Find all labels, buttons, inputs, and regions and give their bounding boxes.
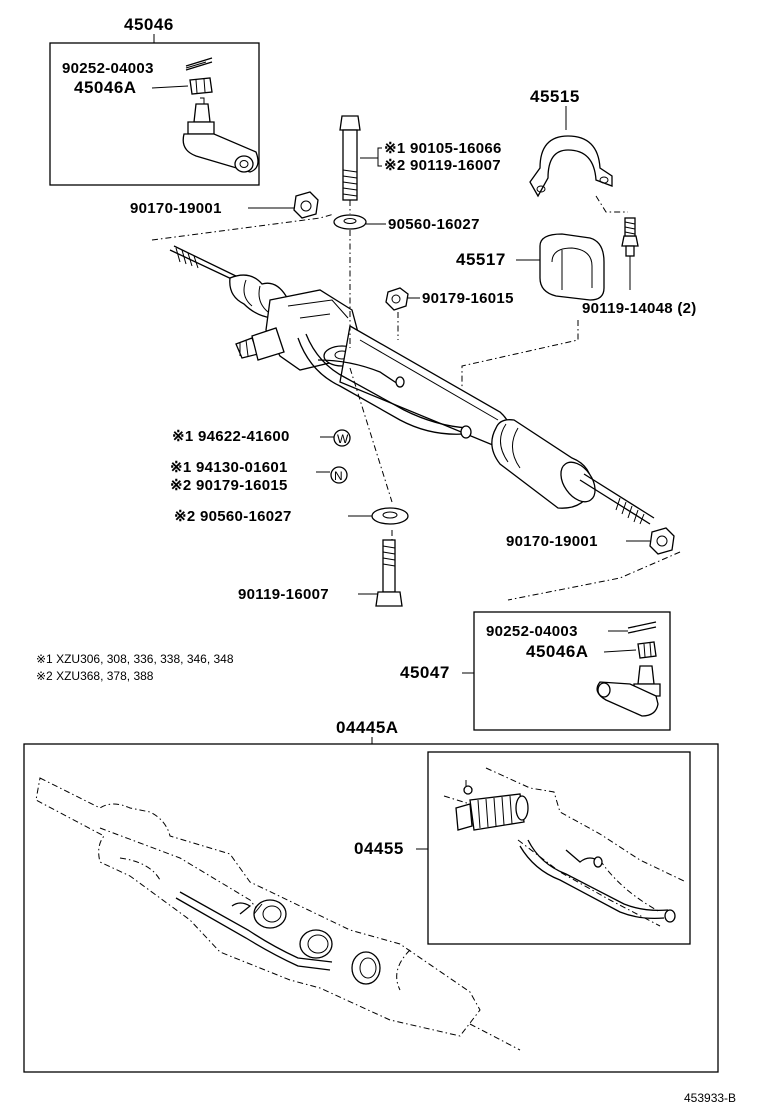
bolt-top-group: ※1 90105-16066 ※2 90119-16007 — [339, 115, 502, 214]
marker-w: W — [337, 432, 349, 446]
label-w: ※1 94622-41600 — [172, 428, 290, 445]
washer-bottom-icon — [371, 507, 409, 525]
marker-w-group: ※1 94622-41600 W — [172, 428, 351, 447]
label-washer-bottom: ※2 90560-16027 — [174, 508, 292, 525]
label-n2: ※2 90179-16015 — [170, 477, 288, 494]
label-washer-top: 90560-16027 — [388, 216, 480, 233]
steering-rack-icon — [151, 213, 655, 540]
label-bracket-bolt: 90119-14048 (2) — [582, 300, 697, 317]
note-1: ※1 XZU306, 308, 336, 338, 346, 348 — [36, 652, 234, 666]
gasket-pipe-icon — [519, 839, 676, 923]
bolt-bottom-group: 90119-16007 — [238, 539, 403, 607]
grommet-group: 45517 — [456, 233, 605, 301]
nut-right-group: 90170-19001 — [506, 527, 681, 601]
label-nut-bottom: 45046A — [526, 642, 589, 661]
washer-top-group: 90560-16027 — [333, 214, 480, 233]
tie-rod-end-rh-group: 90252-04003 45046A 45047 — [400, 611, 671, 731]
seal-ring-2-icon — [299, 929, 333, 959]
nut-left-group: 90170-19001 — [130, 191, 319, 219]
gasket-kit-group: 04455 — [354, 751, 691, 945]
gear-assy-ghost-icon — [35, 777, 521, 1051]
hex-nut-icon — [293, 191, 319, 219]
bolt-top-icon — [339, 115, 361, 201]
castle-nut-icon — [189, 77, 213, 95]
group-label-45046: 45046 — [124, 15, 174, 34]
cotter-pin-bottom-icon — [627, 621, 657, 634]
marker-n-group: ※1 94130-01601 ※2 90179-16015 N — [170, 459, 348, 494]
seal-ring-3-icon — [351, 951, 381, 985]
label-bolt-1: ※1 90105-16066 — [384, 140, 502, 157]
grommet-icon — [539, 233, 605, 301]
cotter-pin-icon — [185, 57, 213, 71]
pinion-seal-icon — [455, 780, 529, 831]
group-label-04445A: 04445A — [336, 718, 399, 737]
group-label-45047: 45047 — [400, 663, 450, 682]
pipe-icon — [175, 891, 333, 971]
label-cotter-pin-top: 90252-04003 — [62, 60, 154, 77]
castle-nut-bottom-icon — [637, 641, 657, 659]
washer-bottom-group: ※2 90560-16027 — [174, 507, 409, 525]
tie-rod-end-icon — [182, 97, 259, 173]
bolt-bottom-icon — [375, 539, 403, 607]
flange-nut-icon — [385, 287, 409, 311]
bracket-bolt-icon — [621, 217, 639, 257]
label-bolt-2: ※2 90119-16007 — [384, 157, 501, 174]
label-nut-left: 90170-19001 — [130, 200, 222, 217]
figure-id: 453933-B — [684, 1091, 736, 1105]
label-bolt-bottom: 90119-16007 — [238, 586, 329, 603]
bracket-bolt-group: 90119-14048 (2) — [582, 217, 697, 317]
tie-rod-end-lh-group: 45046 90252-04003 45046A — [49, 15, 260, 186]
label-n1: ※1 94130-01601 — [170, 459, 288, 476]
label-grommet: 45517 — [456, 250, 506, 269]
label-cotter-pin-bottom: 90252-04003 — [486, 623, 578, 640]
label-nut-mid: 90179-16015 — [422, 290, 514, 307]
washer-icon — [333, 214, 367, 230]
bracket-icon — [529, 135, 613, 198]
seal-ring-1-icon — [253, 899, 287, 929]
tie-rod-end-rh-icon — [596, 665, 661, 717]
gasket-kit-ghost-icon — [443, 767, 687, 927]
notes: ※1 XZU306, 308, 336, 338, 346, 348 ※2 XZ… — [36, 652, 234, 683]
group-label-04455: 04455 — [354, 839, 404, 858]
gear-assy-group: 04445A — [23, 718, 719, 1073]
label-nut-right: 90170-19001 — [506, 533, 598, 550]
nut-mid-group: 90179-16015 — [385, 287, 514, 340]
group-label-45515: 45515 — [530, 87, 580, 106]
hex-nut-right-icon — [649, 527, 675, 555]
bracket-group: 45515 — [529, 87, 628, 213]
note-2: ※2 XZU368, 378, 388 — [36, 669, 154, 683]
label-nut-top: 45046A — [74, 78, 137, 97]
marker-n: N — [334, 469, 343, 483]
